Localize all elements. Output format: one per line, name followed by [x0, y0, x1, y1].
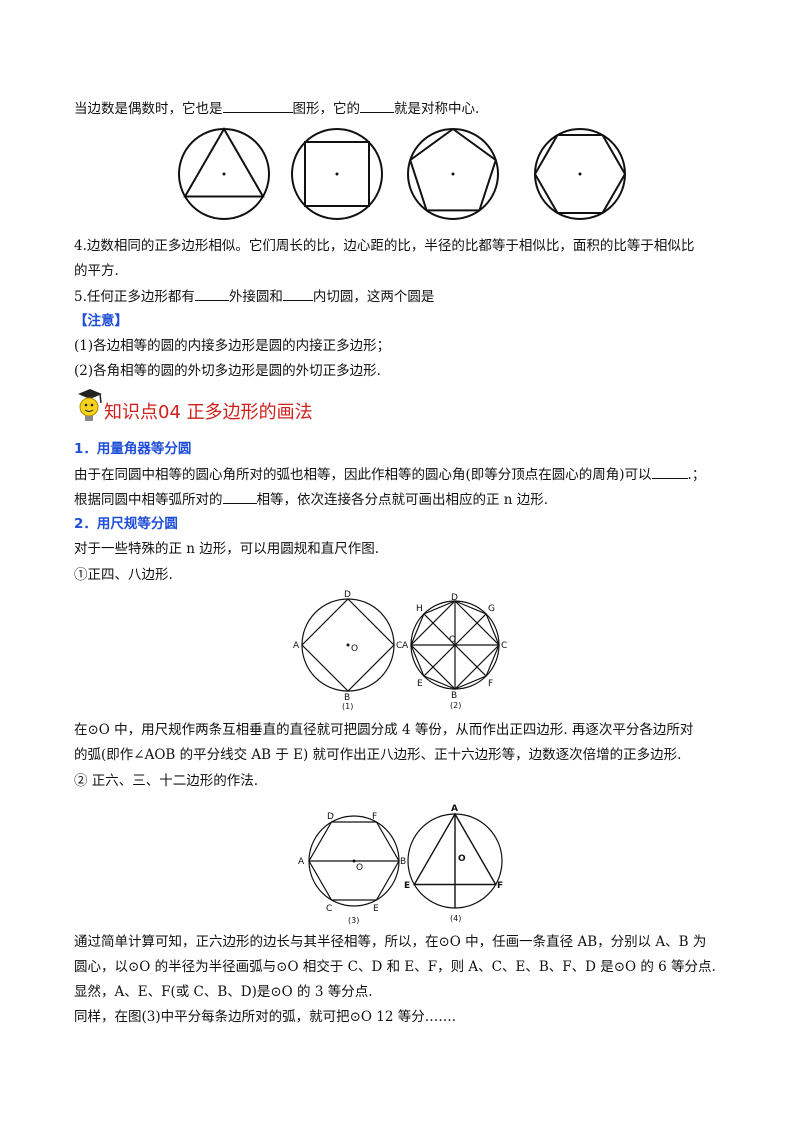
label-E: E [417, 679, 423, 689]
figure-caption: (4) [450, 914, 461, 923]
text-line: ①正四、八边形. [74, 567, 173, 583]
label-F: F [497, 881, 503, 891]
answer-blank [360, 98, 394, 113]
text-line: 圆心，以⊙O 的半径为半径画弧与⊙O 相交于 C、D 和 E、F，则 A、C、E… [74, 959, 716, 975]
text-line: 由于在同圆中相等的圆心角所对的弧也相等，因此作相等的圆心角(即等分顶点在圆心的周… [74, 464, 705, 485]
label-D: D [327, 812, 334, 822]
text-line: 的弧(即作∠AOB 的平分线交 AB 于 E) 就可作出正八边形、正十六边形等，… [74, 747, 682, 763]
section-title: 知识点04 正多边形的画法 [104, 402, 313, 423]
lightbulb-graduate-icon [78, 389, 102, 421]
label-G: G [488, 604, 495, 614]
answer-blank [282, 286, 313, 301]
answer-blank [222, 489, 257, 504]
label-B: B [344, 693, 350, 703]
text-line: 4.边数相同的正多边形相似。它们周长的比，边心距的比，半径的比都等于相似比，面积… [74, 238, 695, 254]
note-item: (1)各边相等的圆的内接多边形是圆的内接正多边形； [74, 338, 391, 354]
subsection-title: 1．用量角器等分圆 [74, 441, 192, 457]
label-F: F [488, 679, 493, 689]
text-line: 5.任何正多边形都有外接圆和内切圆，这两个圆是 [74, 286, 434, 307]
answer-blank [194, 286, 229, 301]
label-O: O [449, 635, 456, 645]
label-C: C [501, 641, 507, 651]
label-O: O [356, 863, 363, 873]
label-B: B [451, 691, 457, 701]
inscribed-polygons-figure [178, 127, 627, 220]
figure-caption: (3) [348, 916, 359, 925]
figure-caption: (2) [450, 701, 461, 710]
text-line: 通过简单计算可知，正六边形的边长与其半径相等，所以，在⊙O 中，任画一条直径 A… [74, 934, 707, 950]
text-line: 对于一些特殊的正 n 边形，可以用圆规和直尺作图. [74, 541, 380, 557]
text-line: ② 正六、三、十二边形的作法. [74, 773, 259, 789]
label-C: C [396, 641, 402, 651]
label-D: D [451, 593, 458, 603]
text-line: 当边数是偶数时，它也是图形，它的就是对称中心. [74, 98, 479, 119]
label-A: A [451, 804, 458, 814]
label-C: C [326, 904, 332, 914]
label-O: O [351, 644, 358, 654]
label-B: B [400, 857, 406, 867]
square-octagon-construction-figure: D A C B O (1) D H G A C E F B O (2) [293, 590, 507, 711]
label-A: A [298, 857, 305, 867]
label-E: E [404, 881, 410, 891]
label-D: D [344, 590, 351, 600]
text-line: 显然，A、E、F(或 C、B、D)是⊙O 的 3 等分点. [74, 984, 373, 1000]
text-line: 在⊙O 中，用尺规作两条互相垂直的直径就可把圆分成 4 等份，从而作出正四边形.… [74, 722, 694, 738]
label-H: H [416, 604, 423, 614]
note-item: (2)各角相等的圆的外切多边形是圆的外切正多边形. [74, 363, 381, 379]
answer-blank [222, 98, 293, 113]
label-E: E [373, 904, 379, 914]
answer-blank [651, 464, 688, 479]
text-line: 根据同圆中相等弧所对的相等，依次连接各分点就可画出相应的正 n 边形. [74, 489, 548, 510]
label-O: O [458, 854, 466, 864]
note-label: 【注意】 [74, 313, 128, 329]
text-line: 同样，在图(3)中平分每条边所对的弧，就可把⊙O 12 等分……. [74, 1009, 457, 1025]
text-line: 的平方. [74, 263, 119, 279]
label-F: F [372, 812, 377, 822]
subsection-title: 2．用尺规等分圆 [74, 516, 178, 532]
label-A: A [402, 641, 409, 651]
label-A: A [293, 641, 300, 651]
figure-caption: (1) [342, 702, 353, 711]
hexagon-triangle-construction-figure: D F A B C E O (3) A E F O (4) [298, 804, 503, 925]
